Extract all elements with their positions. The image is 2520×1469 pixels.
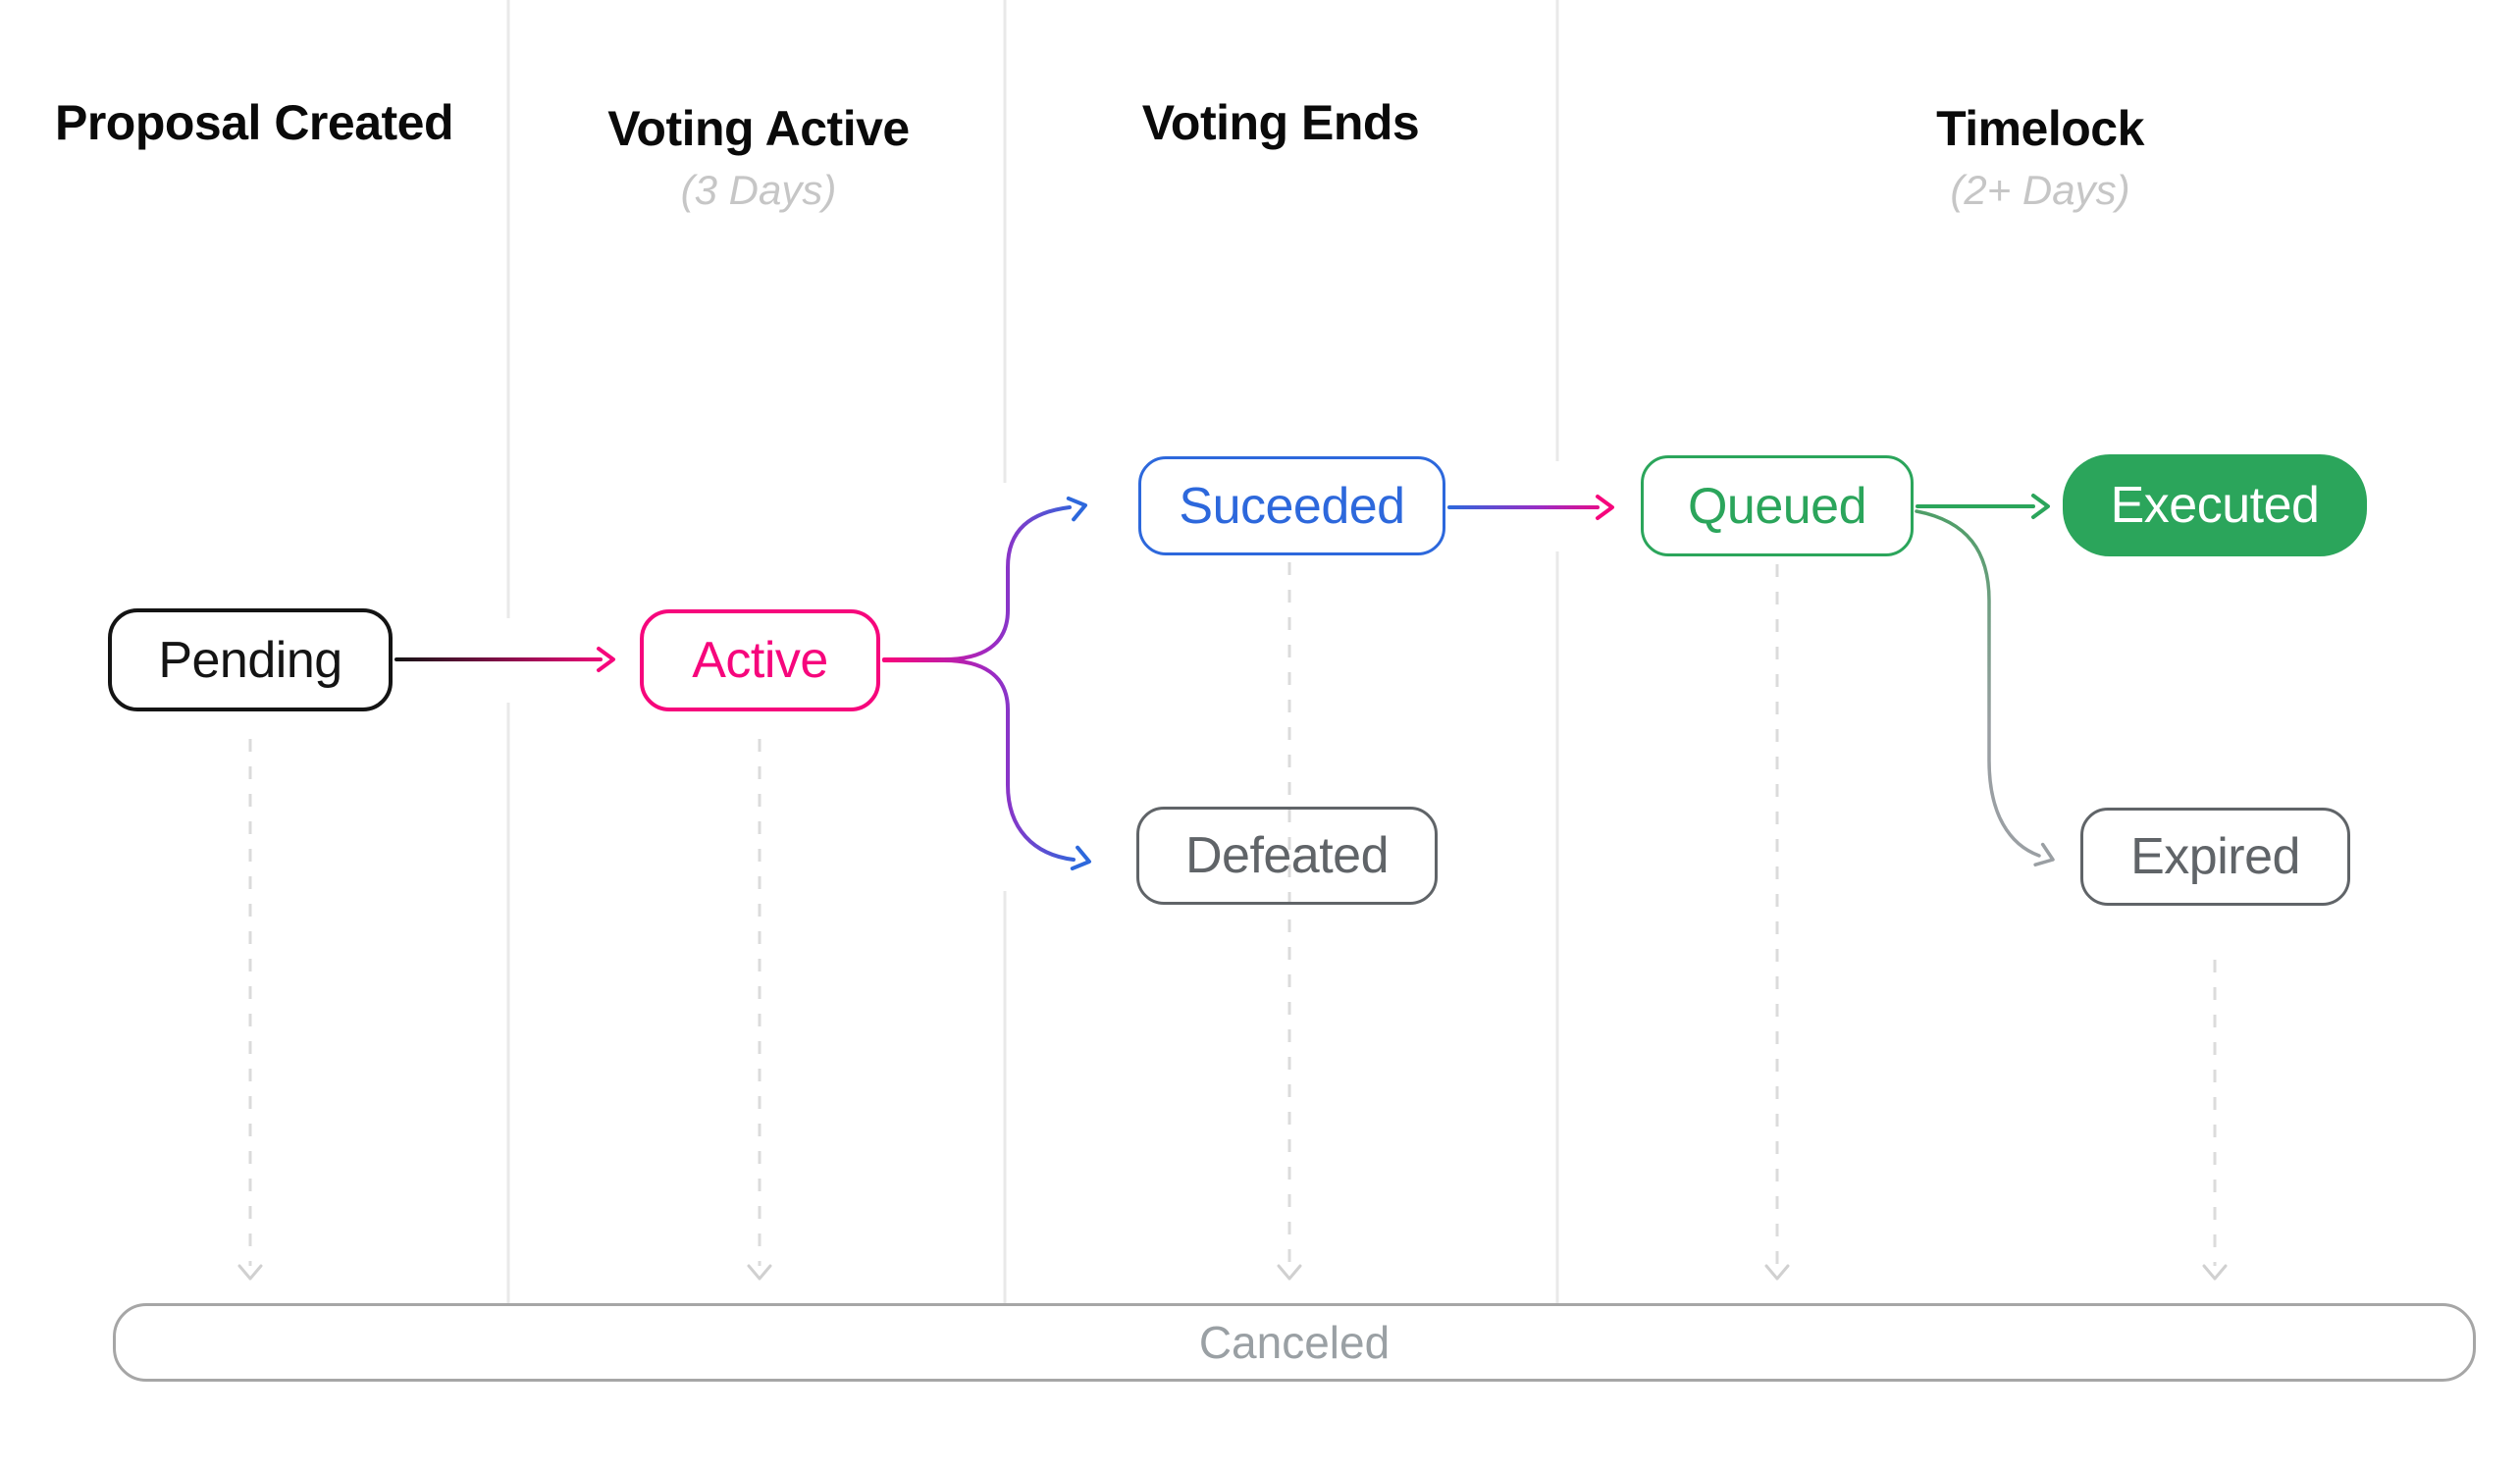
state-node-executed: Executed	[2063, 454, 2367, 556]
column-title: Proposal Created	[54, 95, 454, 150]
down-arrowhead-icon	[237, 1264, 263, 1281]
right-arrowhead-icon	[1596, 495, 1614, 520]
column-title: Voting Ends	[1141, 95, 1420, 150]
column-header-timelock: Timelock (2+ Days)	[1785, 102, 2295, 214]
arrow-active-to-defeated	[882, 658, 1076, 862]
down-arrowhead-icon	[1277, 1264, 1302, 1281]
state-node-canceled: Canceled	[113, 1303, 2476, 1382]
state-node-succeeded: Suceeded	[1138, 456, 1445, 555]
state-node-active: Active	[640, 609, 880, 711]
column-title: Timelock	[1936, 101, 2144, 156]
right-arrowhead-icon	[597, 647, 615, 672]
right-arrowhead-icon	[1070, 845, 1091, 871]
column-separators	[506, 0, 1559, 1303]
column-subtitle: (2+ Days)	[1950, 167, 2130, 213]
state-node-defeated: Defeated	[1136, 807, 1438, 905]
column-header-proposal-created: Proposal Created	[0, 96, 509, 149]
transition-arrows	[394, 494, 2055, 871]
cancel-drop-lines	[248, 562, 2217, 1266]
right-arrowhead-icon	[2033, 842, 2055, 866]
state-label: Active	[692, 632, 828, 689]
down-arrowhead-icon	[2202, 1264, 2228, 1281]
state-label: Queued	[1687, 477, 1867, 535]
right-arrowhead-icon	[1066, 496, 1087, 522]
state-label: Pending	[158, 631, 342, 689]
column-subtitle: (3 Days)	[680, 167, 837, 213]
state-label: Defeated	[1184, 827, 1390, 884]
down-arrowhead-icon	[1764, 1264, 1790, 1281]
state-label: Canceled	[1198, 1317, 1391, 1368]
cancel-drop-arrowheads	[237, 1264, 2228, 1281]
state-node-pending: Pending	[108, 608, 393, 711]
state-label: Executed	[2110, 477, 2320, 534]
column-title: Voting Active	[607, 101, 910, 156]
state-label: Suceeded	[1179, 477, 1405, 535]
state-node-queued: Queued	[1641, 455, 1914, 556]
column-header-voting-ends: Voting Ends	[1025, 96, 1536, 149]
state-label: Expired	[2130, 828, 2300, 885]
arrow-queued-to-expired	[1915, 509, 2041, 858]
down-arrowhead-icon	[747, 1264, 772, 1281]
state-node-expired: Expired	[2080, 808, 2350, 906]
arrow-active-to-succeeded	[882, 505, 1072, 661]
right-arrowhead-icon	[2031, 494, 2050, 519]
column-header-voting-active: Voting Active (3 Days)	[503, 102, 1014, 214]
